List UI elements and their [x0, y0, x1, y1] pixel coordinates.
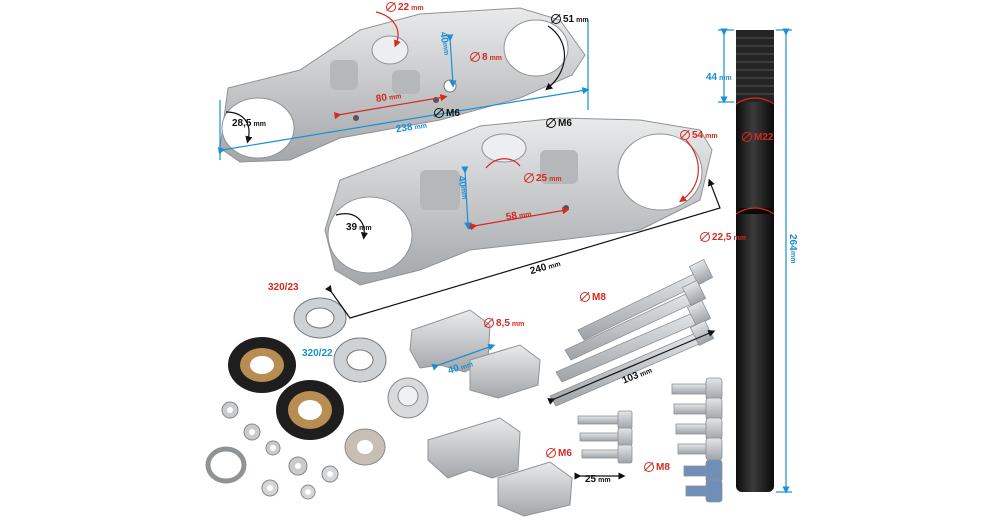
short-bolts-m8	[671, 377, 723, 503]
dimension-lines	[217, 11, 792, 494]
label-bearing-320-23: 320/23	[268, 282, 299, 293]
diameter-icon	[434, 108, 444, 118]
riser-block-lower-pair	[427, 417, 573, 517]
diameter-icon	[546, 448, 556, 458]
diameter-icon	[484, 318, 494, 328]
diameter-icon	[386, 2, 396, 12]
stem-nut-chrome	[387, 377, 429, 419]
label-m22: M22	[742, 132, 773, 144]
lower-triple-clamp	[324, 117, 713, 286]
label-m6-upper: M6	[434, 108, 460, 120]
label-m6-lower: M6	[546, 118, 572, 130]
steering-stem	[736, 30, 774, 492]
diameter-icon	[580, 292, 590, 302]
dust-seal-upper	[228, 337, 296, 393]
bearing-320-23	[293, 297, 347, 339]
short-bolts-m6	[577, 410, 633, 464]
diameter-icon	[700, 232, 710, 242]
diameter-icon	[551, 14, 561, 24]
label-m8-short: M8	[644, 462, 670, 474]
diameter-icon	[470, 52, 480, 62]
diameter-icon	[524, 173, 534, 183]
label-bearing-320-22: 320/22	[302, 348, 333, 359]
diameter-icon	[680, 130, 690, 140]
label-m8-long: M8	[580, 292, 606, 304]
label-m6-short: M6	[546, 448, 572, 460]
label-d264: 264mm	[787, 234, 798, 264]
diameter-icon	[644, 462, 654, 472]
bearing-320-22	[333, 337, 387, 383]
small-hardware	[205, 401, 339, 500]
diameter-icon	[546, 118, 556, 128]
flat-washer	[344, 428, 386, 466]
diameter-icon	[742, 132, 752, 142]
dust-seal-lower	[276, 380, 344, 440]
